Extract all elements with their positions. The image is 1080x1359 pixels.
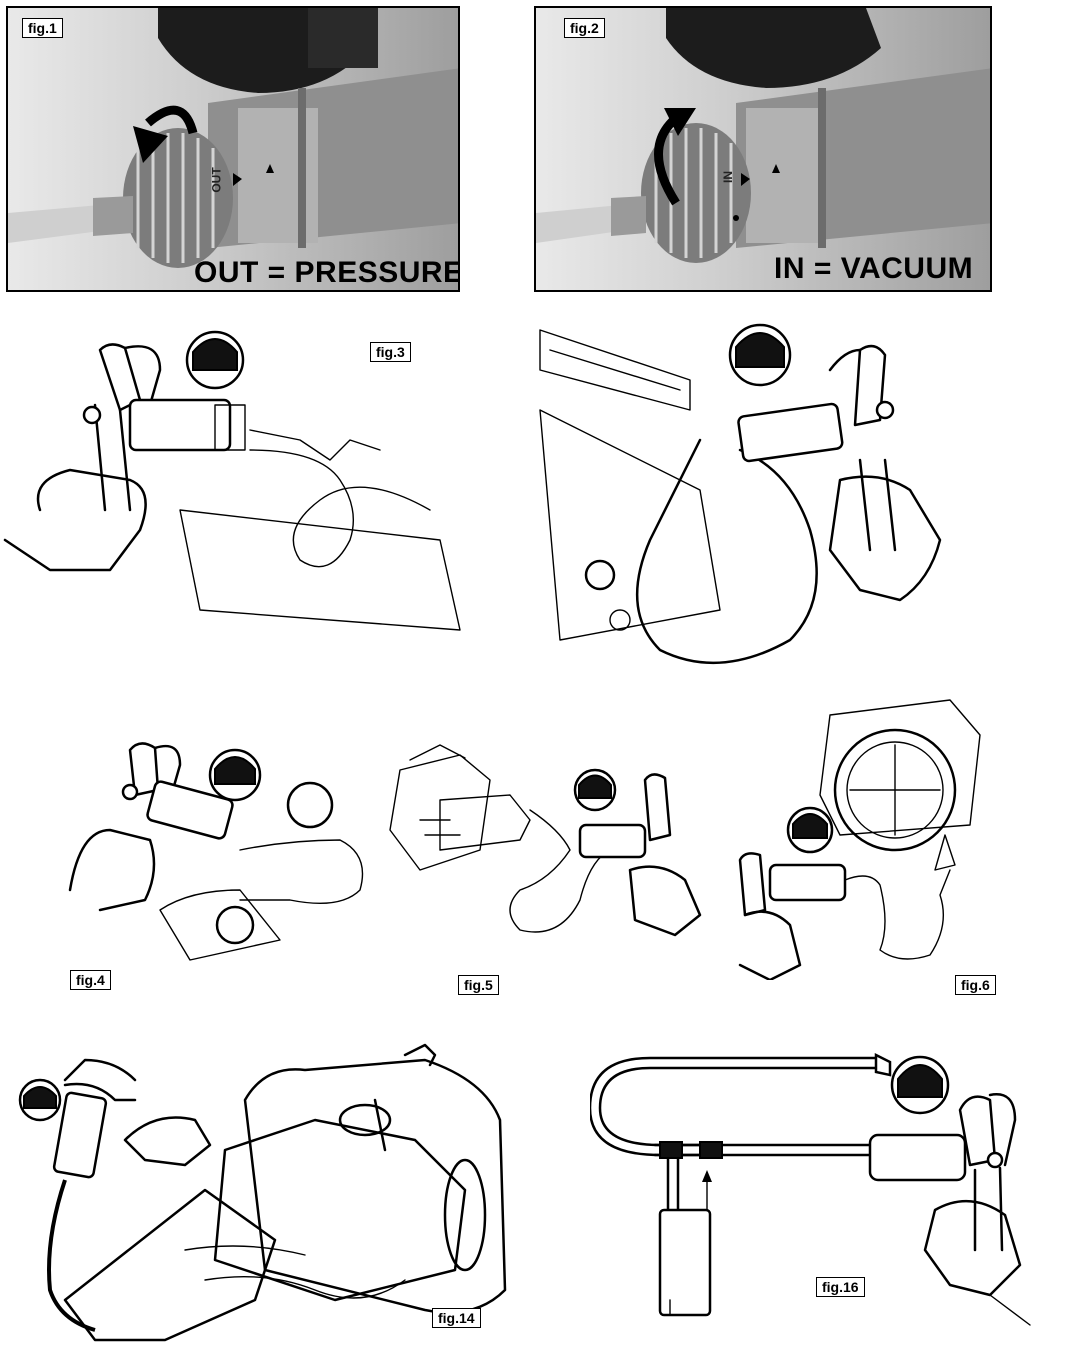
fig16-illustration (590, 1052, 1031, 1326)
fig14-label: fig.14 (432, 1308, 481, 1328)
fig3-label: fig.3 (370, 342, 411, 362)
fig6-label: fig.6 (955, 975, 996, 995)
fig16-label: fig.16 (816, 1277, 865, 1297)
fig4-illustration (68, 742, 364, 961)
fig5-panel: fig.5 (380, 740, 720, 1000)
fig3-panel: fig.3 (0, 310, 1080, 690)
fig1-caption: OUT = PRESSURE (194, 256, 460, 289)
fig2-photo-panel: fig.2 IN IN = VACUUM (534, 6, 992, 292)
fig5-carburetor (389, 744, 531, 871)
fig4-panel: fig.4 (40, 730, 380, 1000)
fig6-illustration (738, 699, 981, 980)
fig3-right-drawing (539, 323, 942, 665)
fig14-panel: fig.14 (5, 1040, 510, 1355)
fig4-label: fig.4 (70, 970, 111, 990)
fig3-illustration (3, 323, 942, 665)
fig14-engine (63, 1043, 507, 1342)
fig2-pump-photo (536, 8, 990, 263)
fig5-illustration (389, 744, 702, 937)
fig3-left-drawing (3, 330, 461, 631)
fig1-dial-mark: OUT (209, 167, 224, 193)
fig2-dial-mark: IN (721, 171, 735, 183)
fig14-pump (18, 1058, 212, 1332)
fig1-pump-photo (8, 8, 458, 268)
fig1-label: fig.1 (22, 18, 63, 38)
fig2-caption: IN = VACUUM (774, 252, 974, 285)
fig16-panel: fig.16 (590, 1050, 1050, 1330)
fig2-label: fig.2 (564, 18, 605, 38)
fig5-label: fig.5 (458, 975, 499, 995)
fig6-panel: fig.6 (730, 695, 1040, 1000)
fig6-carburetor (819, 699, 981, 871)
fig1-photo-panel: fig.1 OUT OUT = PRESSURE (6, 6, 460, 292)
